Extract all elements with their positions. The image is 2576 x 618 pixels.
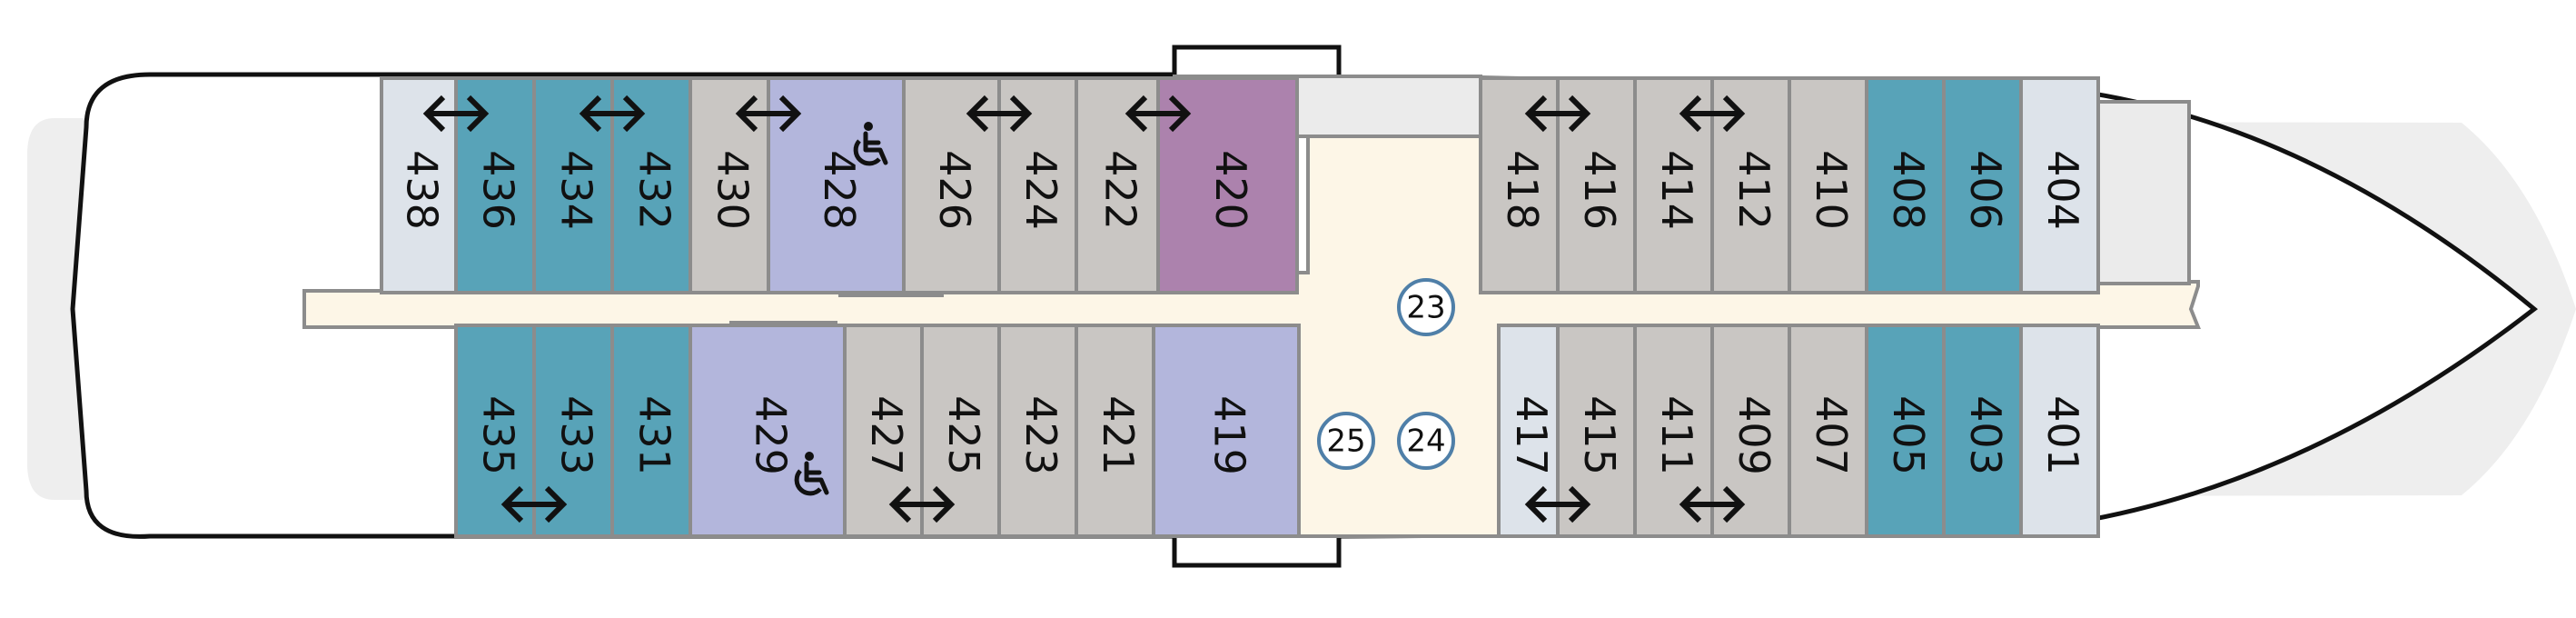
cabin-number: 435 bbox=[474, 395, 523, 475]
waypoint-25: 25 bbox=[1317, 412, 1375, 470]
cabin-426[interactable]: 426 bbox=[902, 76, 1001, 294]
cabin-number: 434 bbox=[552, 150, 601, 230]
cabin-number: 409 bbox=[1729, 395, 1778, 475]
cabin-407[interactable]: 407 bbox=[1788, 324, 1868, 538]
cabin-415[interactable]: 415 bbox=[1556, 324, 1637, 538]
cabin-412[interactable]: 412 bbox=[1710, 76, 1791, 294]
forward-store bbox=[2096, 100, 2191, 285]
cabin-number: 433 bbox=[552, 395, 601, 475]
waypoint-23: 23 bbox=[1397, 278, 1455, 336]
cabin-number: 414 bbox=[1652, 150, 1701, 230]
cabin-434[interactable]: 434 bbox=[532, 76, 614, 294]
cabin-number: 423 bbox=[1016, 395, 1065, 475]
cabin-433[interactable]: 433 bbox=[532, 324, 614, 538]
cabin-409[interactable]: 409 bbox=[1710, 324, 1791, 538]
cabin-420[interactable]: 420 bbox=[1156, 76, 1299, 294]
cabin-number: 405 bbox=[1884, 395, 1933, 475]
cabin-number: 404 bbox=[2038, 150, 2087, 230]
cabin-404[interactable]: 404 bbox=[2019, 76, 2100, 294]
cabin-430[interactable]: 430 bbox=[689, 76, 770, 294]
cabin-419[interactable]: 419 bbox=[1152, 324, 1301, 538]
cabins-upper-row: 438 436 434 432 430 428 426 424 422 420 418 416 414 4… bbox=[380, 76, 2100, 294]
cabin-number: 422 bbox=[1096, 150, 1145, 230]
cabin-number: 408 bbox=[1884, 150, 1933, 230]
cabin-416[interactable]: 416 bbox=[1556, 76, 1637, 294]
waypoint-number: 25 bbox=[1326, 424, 1365, 460]
cabin-number: 416 bbox=[1575, 150, 1624, 230]
cabin-403[interactable]: 403 bbox=[1942, 324, 2023, 538]
cabin-number: 417 bbox=[1507, 395, 1556, 475]
cabin-number: 421 bbox=[1094, 395, 1143, 475]
cabin-number: 428 bbox=[815, 150, 864, 230]
cabin-number: 419 bbox=[1205, 395, 1254, 475]
cabin-405[interactable]: 405 bbox=[1865, 324, 1946, 538]
cabin-number: 436 bbox=[474, 150, 523, 230]
cabin-number: 403 bbox=[1961, 395, 2010, 475]
waypoint-number: 23 bbox=[1406, 290, 1445, 326]
cabin-427[interactable]: 427 bbox=[843, 324, 924, 538]
cabin-432[interactable]: 432 bbox=[610, 76, 692, 294]
cabin-number: 406 bbox=[1961, 150, 2010, 230]
cabin-number: 425 bbox=[939, 395, 988, 475]
waypoints: 23 24 25 bbox=[1317, 278, 1455, 470]
cabin-435[interactable]: 435 bbox=[454, 324, 536, 538]
cabin-number: 430 bbox=[708, 150, 758, 230]
cabin-408[interactable]: 408 bbox=[1865, 76, 1946, 294]
cabin-number: 432 bbox=[630, 150, 679, 230]
cabin-number: 431 bbox=[630, 395, 679, 475]
waypoint-number: 24 bbox=[1406, 424, 1445, 460]
cabins-lower-row: 435 433 431 429 427 425 423 421 419 417 415 411 409 4… bbox=[454, 324, 2100, 538]
cabin-406[interactable]: 406 bbox=[1942, 76, 2023, 294]
cabin-number: 418 bbox=[1498, 150, 1547, 230]
cabin-number: 410 bbox=[1807, 150, 1856, 230]
cabin-414[interactable]: 414 bbox=[1633, 76, 1714, 294]
cabin-423[interactable]: 423 bbox=[997, 324, 1078, 538]
cabin-number: 424 bbox=[1016, 150, 1065, 230]
cabin-401[interactable]: 401 bbox=[2019, 324, 2100, 538]
cabin-number: 411 bbox=[1652, 395, 1701, 475]
cabin-number: 415 bbox=[1575, 395, 1624, 475]
cabin-410[interactable]: 410 bbox=[1788, 76, 1868, 294]
cabin-number: 429 bbox=[747, 395, 796, 475]
cabin-number: 427 bbox=[862, 395, 911, 475]
cabin-422[interactable]: 422 bbox=[1075, 76, 1160, 294]
cabin-418[interactable]: 418 bbox=[1479, 76, 1560, 294]
cabin-number: 420 bbox=[1206, 150, 1255, 230]
waypoint-24: 24 bbox=[1397, 412, 1455, 470]
cabin-429[interactable]: 429 bbox=[689, 324, 847, 538]
cabin-421[interactable]: 421 bbox=[1075, 324, 1155, 538]
cabin-number: 412 bbox=[1729, 150, 1778, 230]
cabin-number: 407 bbox=[1807, 395, 1856, 475]
cabin-428[interactable]: 428 bbox=[767, 76, 906, 294]
cabin-431[interactable]: 431 bbox=[610, 324, 692, 538]
cabin-436[interactable]: 436 bbox=[454, 76, 536, 294]
cabin-number: 426 bbox=[930, 150, 979, 230]
cabin-424[interactable]: 424 bbox=[997, 76, 1078, 294]
cabin-438[interactable]: 438 bbox=[380, 76, 458, 294]
cabin-number: 401 bbox=[2038, 395, 2087, 475]
cabin-number: 438 bbox=[398, 150, 447, 230]
cabin-411[interactable]: 411 bbox=[1633, 324, 1714, 538]
